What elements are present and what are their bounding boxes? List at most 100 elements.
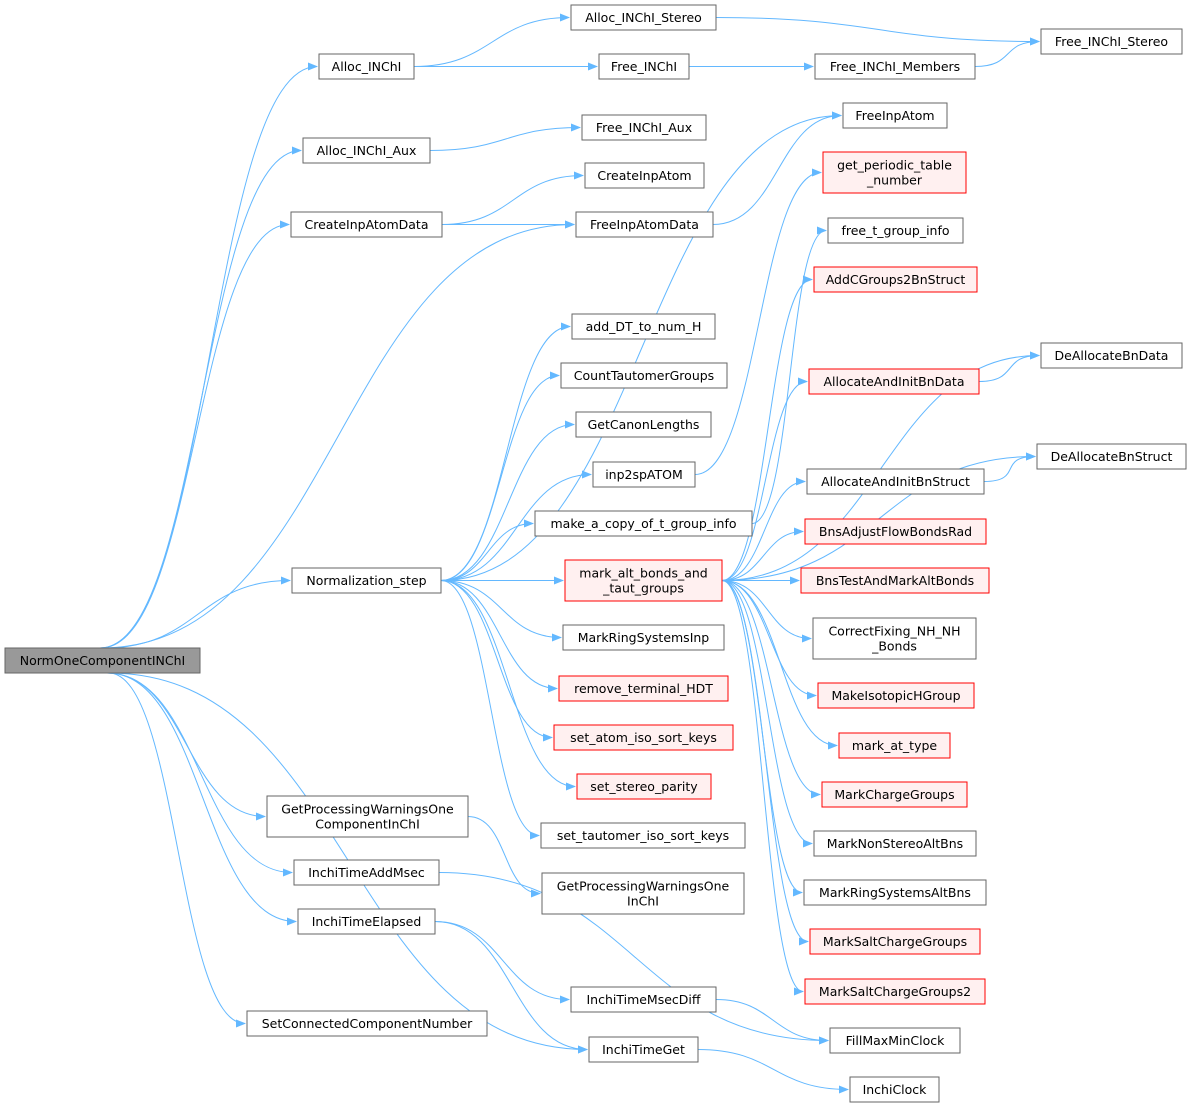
- node-box[interactable]: [827, 217, 964, 244]
- node-bnstest[interactable]: BnsTestAndMarkAltBonds: [800, 567, 990, 594]
- node-dealloc-bnstruct[interactable]: DeAllocateBnStruct: [1036, 443, 1187, 470]
- node-mark-at-type[interactable]: mark_at_type: [838, 732, 951, 759]
- node-box[interactable]: [1040, 342, 1183, 369]
- node-mark-alt[interactable]: mark_alt_bonds_and_taut_groups: [564, 559, 723, 602]
- node-box[interactable]: [575, 211, 714, 238]
- node-box[interactable]: [297, 908, 436, 935]
- node-box[interactable]: [842, 102, 948, 129]
- node-box[interactable]: [1040, 28, 1183, 55]
- node-alloc-inchi[interactable]: Alloc_INChI: [318, 53, 415, 80]
- node-box[interactable]: [575, 411, 712, 438]
- node-bnsadjust[interactable]: BnsAdjustFlowBondsRad: [804, 518, 987, 545]
- node-createinpatom[interactable]: CreateInpAtom: [584, 162, 705, 189]
- node-box[interactable]: [804, 978, 986, 1005]
- node-box[interactable]: [804, 518, 987, 545]
- node-box[interactable]: [562, 624, 725, 651]
- node-set-atom-iso[interactable]: set_atom_iso_sort_keys: [553, 724, 734, 751]
- node-remove-hdt[interactable]: remove_terminal_HDT: [558, 675, 729, 702]
- node-free-inchi-members[interactable]: Free_INChI_Members: [814, 53, 976, 80]
- node-make-copy[interactable]: make_a_copy_of_t_group_info: [534, 510, 753, 537]
- node-box[interactable]: [1036, 443, 1187, 470]
- node-freeinpatom[interactable]: FreeInpAtom: [842, 102, 948, 129]
- node-timeelapsed[interactable]: InchiTimeElapsed: [297, 908, 436, 935]
- node-get-periodic[interactable]: get_periodic_table_number: [822, 151, 967, 194]
- node-box[interactable]: [803, 879, 987, 906]
- node-box[interactable]: [806, 468, 985, 495]
- node-box[interactable]: [4, 647, 201, 674]
- node-box[interactable]: [570, 986, 717, 1013]
- node-box[interactable]: [540, 822, 746, 849]
- node-markring-alt[interactable]: MarkRingSystemsAltBns: [803, 879, 987, 906]
- node-box[interactable]: [584, 162, 705, 189]
- node-box[interactable]: [290, 211, 443, 238]
- node-addcgroups[interactable]: AddCGroups2BnStruct: [813, 266, 978, 293]
- node-add-dt[interactable]: add_DT_to_num_H: [571, 313, 716, 340]
- node-box[interactable]: [808, 368, 980, 395]
- node-box[interactable]: [821, 781, 968, 808]
- node-free-inchi-aux[interactable]: Free_INChI_Aux: [581, 114, 707, 141]
- node-box[interactable]: [558, 675, 729, 702]
- node-box[interactable]: [534, 510, 753, 537]
- node-box[interactable]: [293, 859, 440, 886]
- node-timeget[interactable]: InchiTimeGet: [588, 1036, 699, 1063]
- node-box[interactable]: [541, 872, 745, 915]
- node-alloc-inchi-stereo[interactable]: Alloc_INChI_Stereo: [570, 4, 717, 31]
- node-box[interactable]: [302, 137, 431, 164]
- node-box[interactable]: [838, 732, 951, 759]
- node-setconn[interactable]: SetConnectedComponentNumber: [246, 1010, 488, 1037]
- node-box[interactable]: [553, 724, 734, 751]
- node-box[interactable]: [246, 1010, 488, 1037]
- node-marknonstereo[interactable]: MarkNonStereoAltBns: [813, 830, 977, 857]
- node-box[interactable]: [814, 53, 976, 80]
- node-box[interactable]: [592, 461, 696, 488]
- node-markring-inp[interactable]: MarkRingSystemsInp: [562, 624, 725, 651]
- node-box[interactable]: [560, 362, 728, 389]
- node-free-t-group-info[interactable]: free_t_group_info: [827, 217, 964, 244]
- node-box[interactable]: [829, 1027, 961, 1054]
- node-box[interactable]: [809, 928, 981, 955]
- node-timemsecdiff[interactable]: InchiTimeMsecDiff: [570, 986, 717, 1013]
- node-getcanon[interactable]: GetCanonLengths: [575, 411, 712, 438]
- node-allocinit-bndata[interactable]: AllocateAndInitBnData: [808, 368, 980, 395]
- node-box[interactable]: [581, 114, 707, 141]
- node-box[interactable]: [318, 53, 415, 80]
- node-timeadd[interactable]: InchiTimeAddMsec: [293, 859, 440, 886]
- node-root[interactable]: NormOneComponentINChI: [4, 647, 201, 674]
- node-dealloc-bndata[interactable]: DeAllocateBnData: [1040, 342, 1183, 369]
- node-marksalt[interactable]: MarkSaltChargeGroups: [809, 928, 981, 955]
- node-box[interactable]: [812, 617, 977, 660]
- node-box[interactable]: [564, 559, 723, 602]
- node-box[interactable]: [576, 773, 712, 800]
- node-normstep[interactable]: Normalization_step: [291, 567, 442, 594]
- node-correctfix[interactable]: CorrectFixing_NH_NH_Bonds: [812, 617, 977, 660]
- node-inp2sp[interactable]: inp2spATOM: [592, 461, 696, 488]
- node-set-stereo[interactable]: set_stereo_parity: [576, 773, 712, 800]
- node-allocinit-bnstruct[interactable]: AllocateAndInitBnStruct: [806, 468, 985, 495]
- node-makeiso[interactable]: MakeIsotopicHGroup: [817, 682, 975, 709]
- node-box[interactable]: [291, 567, 442, 594]
- node-box[interactable]: [822, 151, 967, 194]
- node-markcharge[interactable]: MarkChargeGroups: [821, 781, 968, 808]
- node-alloc-inchi-aux[interactable]: Alloc_INChI_Aux: [302, 137, 431, 164]
- node-box[interactable]: [598, 53, 690, 80]
- node-box[interactable]: [588, 1036, 699, 1063]
- node-box[interactable]: [571, 313, 716, 340]
- node-marksalt2[interactable]: MarkSaltChargeGroups2: [804, 978, 986, 1005]
- node-box[interactable]: [266, 795, 469, 838]
- node-free-inchi-stereo[interactable]: Free_INChI_Stereo: [1040, 28, 1183, 55]
- node-freeinpatomdata[interactable]: FreeInpAtomData: [575, 211, 714, 238]
- node-box[interactable]: [849, 1076, 940, 1103]
- node-box[interactable]: [570, 4, 717, 31]
- node-box[interactable]: [813, 830, 977, 857]
- node-box[interactable]: [817, 682, 975, 709]
- node-free-inchi[interactable]: Free_INChI: [598, 53, 690, 80]
- node-fillmaxmin[interactable]: FillMaxMinClock: [829, 1027, 961, 1054]
- node-box[interactable]: [800, 567, 990, 594]
- node-counttaut[interactable]: CountTautomerGroups: [560, 362, 728, 389]
- node-set-taut-iso[interactable]: set_tautomer_iso_sort_keys: [540, 822, 746, 849]
- node-box[interactable]: [813, 266, 978, 293]
- node-createinpatomdata[interactable]: CreateInpAtomData: [290, 211, 443, 238]
- node-inchiclock[interactable]: InchiClock: [849, 1076, 940, 1103]
